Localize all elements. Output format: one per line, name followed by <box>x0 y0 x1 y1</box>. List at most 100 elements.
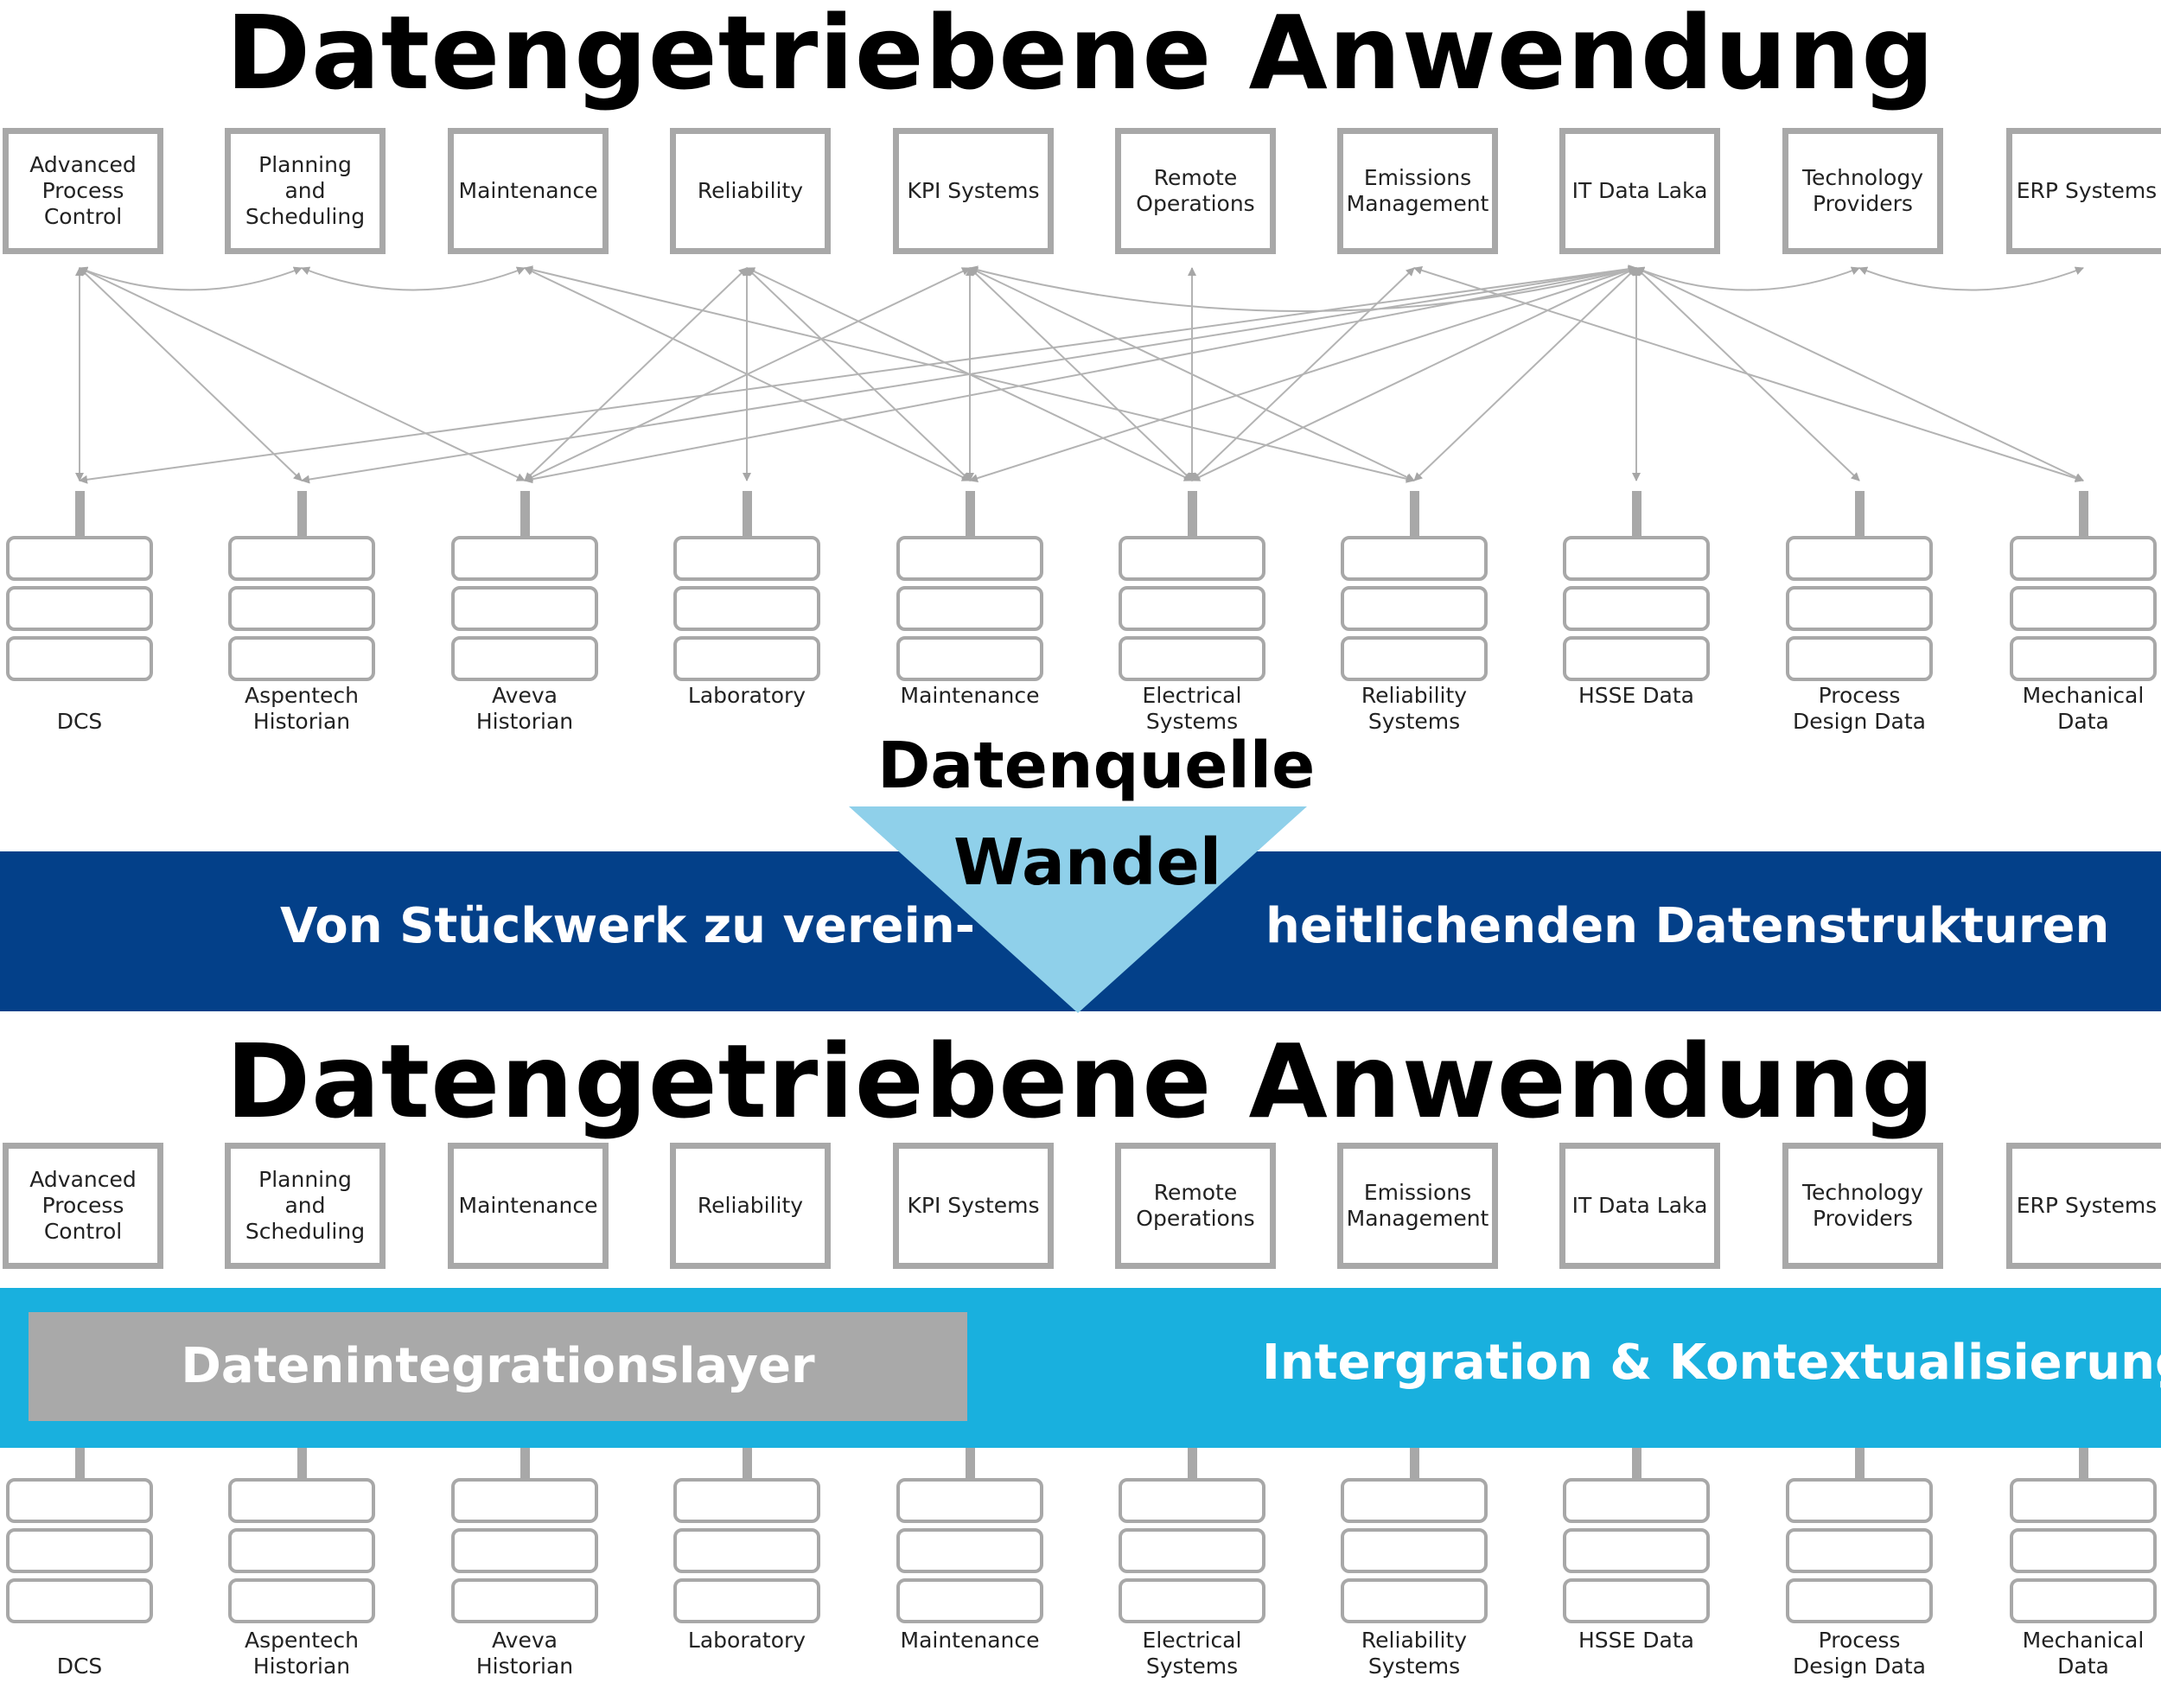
database-icon <box>228 636 375 681</box>
database-icon <box>451 1478 598 1523</box>
app-label-line: Providers <box>1813 191 1913 216</box>
database-icon <box>451 586 598 631</box>
database-icon <box>2010 1478 2157 1523</box>
database-icon <box>1563 636 1710 681</box>
data-source-label-line: HSSE Data <box>1578 683 1694 708</box>
database-icon <box>1119 1478 1265 1523</box>
data-source-label-line: Aspentech <box>245 1628 359 1653</box>
data-source-label-line: HSSE Data <box>1578 1628 1694 1653</box>
connection-arrow-18 <box>79 264 1637 484</box>
database-icon <box>6 1478 153 1523</box>
connection-arrow-2 <box>79 267 526 481</box>
data-source-label-line: Historian <box>252 1654 351 1679</box>
app-label-line: and <box>284 178 326 203</box>
database-stem <box>1410 1448 1419 1479</box>
database-icon <box>896 536 1043 581</box>
data-source-label-line: Historian <box>475 709 574 734</box>
database-icon <box>228 1528 375 1573</box>
app-label-line: Reliability <box>697 1193 804 1218</box>
data-source-label: DCS <box>0 1654 188 1679</box>
data-source-label-line: Systems <box>1145 1654 1239 1679</box>
data-source-label-line: Reliability <box>1361 683 1468 708</box>
database-icon <box>2010 1528 2157 1573</box>
database-icon <box>2010 1578 2157 1623</box>
data-source-label-line: Maintenance <box>900 683 1040 708</box>
data-source-label: DCS <box>0 709 188 735</box>
app-label-line: Technology <box>1801 165 1924 190</box>
database-icon <box>1786 536 1933 581</box>
app-label-line: Planning <box>258 1167 352 1192</box>
database-stem <box>520 1448 530 1479</box>
data-source-label-line: Design Data <box>1793 709 1926 734</box>
app-box-kpi-systems: KPI Systems <box>893 128 1054 254</box>
connection-arrow-4 <box>301 266 526 291</box>
connection-arrow-27 <box>1635 266 1860 291</box>
app-box-maintenance: Maintenance <box>448 1143 609 1269</box>
app-box-reliability: Reliability <box>670 128 831 254</box>
data-source-label-line: Process <box>1818 683 1901 708</box>
connection-arrow-26 <box>1635 267 2084 481</box>
app-label-line: ERP Systems <box>2016 178 2158 203</box>
app-label: ERP Systems <box>2017 178 2157 204</box>
database-stem <box>1188 1448 1197 1479</box>
database-icon <box>896 1478 1043 1523</box>
database-icon <box>2010 636 2157 681</box>
data-source-label: HSSE Data <box>1528 1628 1744 1654</box>
data-source-label-line: Aveva <box>492 683 558 708</box>
database-icon <box>896 1578 1043 1623</box>
data-source-label-line: Design Data <box>1793 1654 1926 1679</box>
app-label-line: Emissions <box>1363 1180 1472 1205</box>
app-box-erp-systems: ERP Systems <box>2006 128 2161 254</box>
database-icon <box>1341 536 1488 581</box>
database-icon <box>1786 1578 1933 1623</box>
database-icon <box>896 1528 1043 1573</box>
connection-arrow-7 <box>524 267 748 481</box>
database-icon <box>451 1528 598 1573</box>
data-source-label: Maintenance <box>862 1628 1078 1654</box>
app-label: Reliability <box>698 178 803 204</box>
app-label-line: Management <box>1346 191 1489 216</box>
database-stem <box>1855 491 1865 536</box>
data-source-label-line: Mechanical <box>2022 683 2145 708</box>
connection-arrow-3 <box>79 266 303 291</box>
database-icon <box>673 536 820 581</box>
database-icon <box>673 1478 820 1523</box>
app-label-line: KPI Systems <box>907 1193 1040 1218</box>
database-stem <box>2079 1448 2088 1479</box>
database-icon <box>228 1478 375 1523</box>
database-icon <box>673 636 820 681</box>
datenquelle-label: Datenquelle <box>877 729 1316 803</box>
database-stem <box>966 1448 975 1479</box>
app-label-line: Scheduling <box>245 1219 366 1244</box>
app-label-line: Planning <box>258 152 352 177</box>
data-source-label-line: Historian <box>252 709 351 734</box>
app-label-line: ERP Systems <box>2016 1193 2158 1218</box>
database-icon <box>2010 586 2157 631</box>
database-stem <box>75 1448 85 1479</box>
connection-arrow-28 <box>1858 266 2084 291</box>
integration-caption: Intergration & Kontextualisierung <box>1262 1335 2161 1391</box>
app-label-line: KPI Systems <box>907 178 1040 203</box>
data-source-label: Laboratory <box>639 683 855 709</box>
connection-arrow-1 <box>79 267 303 481</box>
app-label-line: Remote <box>1153 165 1238 190</box>
database-icon <box>451 1578 598 1623</box>
data-source-label: Laboratory <box>639 1628 855 1654</box>
database-icon <box>1119 586 1265 631</box>
